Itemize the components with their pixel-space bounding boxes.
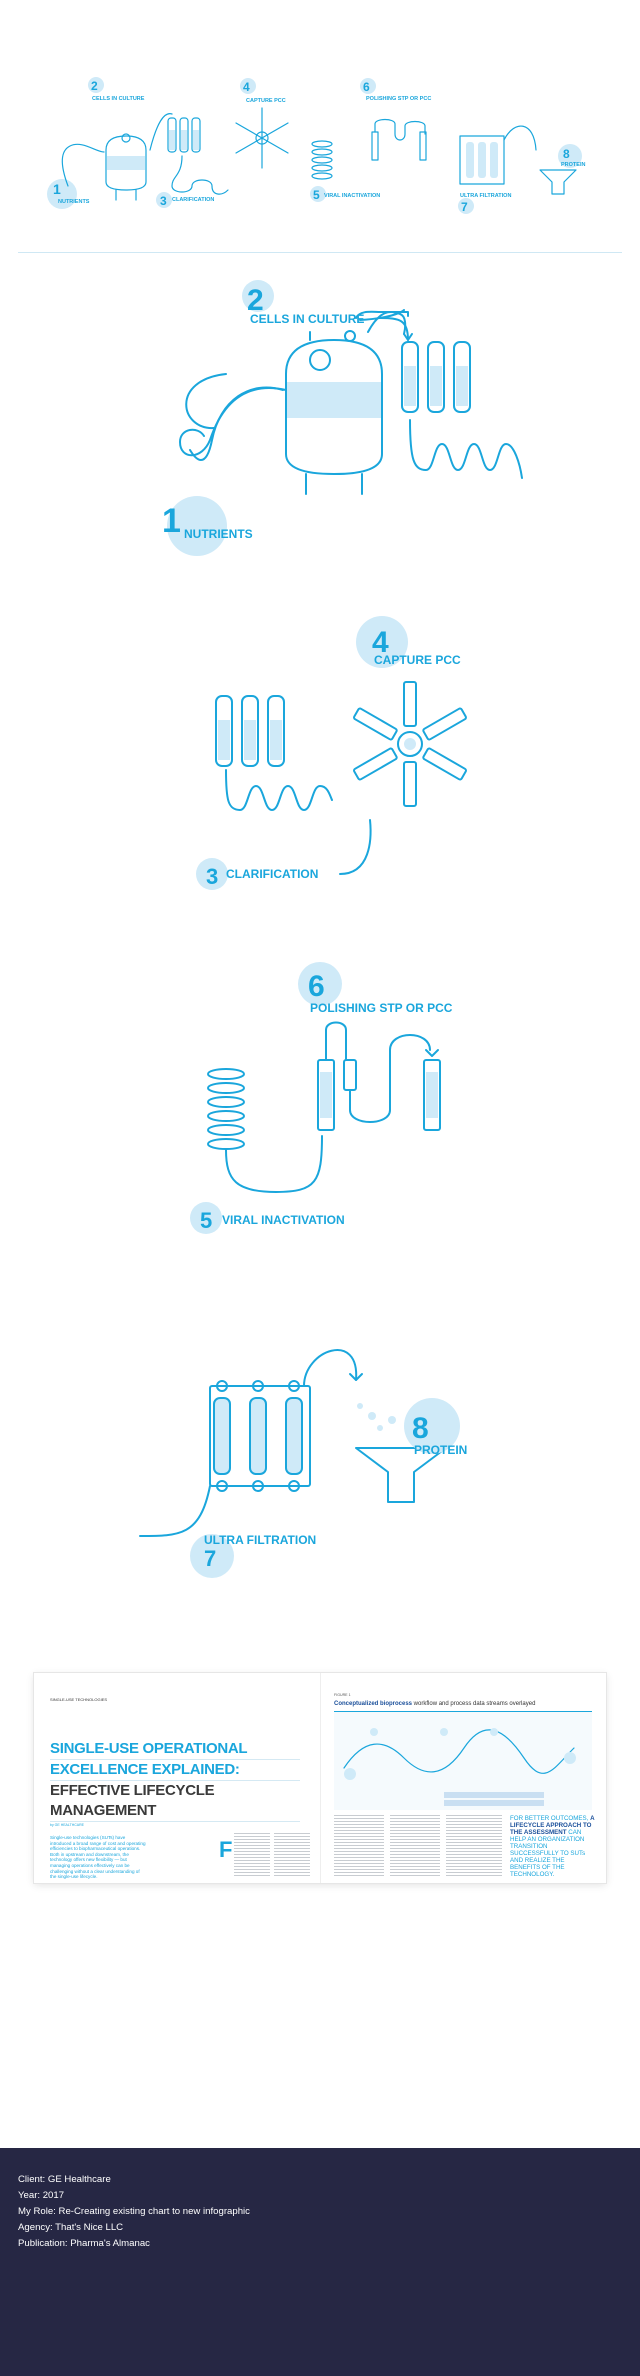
step-2-bubble-large bbox=[242, 280, 274, 312]
step-1-bubble bbox=[47, 179, 77, 209]
spread-left-page: SINGLE-USE TECHNOLOGIES SINGLE-USE OPERA… bbox=[34, 1673, 321, 1883]
body-text-column bbox=[446, 1815, 502, 1877]
panel-viral-polishing: 6 POLISHING STP OR PCC 5 VIRAL INACTIVAT… bbox=[190, 962, 453, 1234]
spread-right-page: FIGURE 1 Conceptualized bioprocess workf… bbox=[320, 1673, 606, 1883]
step-5-number: 5 bbox=[200, 1208, 212, 1233]
article-intro: Single-use technologies (SUTs) have intr… bbox=[50, 1835, 146, 1880]
footer-client: Client: GE Healthcare bbox=[18, 2174, 111, 2185]
step-7-number: 7 bbox=[204, 1546, 216, 1571]
overview-step-4-number: 4 bbox=[243, 80, 250, 94]
step-4-bubble-large bbox=[356, 616, 408, 668]
footer-agency: Agency: That's Nice LLC bbox=[18, 2222, 124, 2233]
project-info-footer: Client: GE Healthcare Year: 2017 My Role… bbox=[0, 2148, 640, 2376]
body-text-column bbox=[274, 1833, 310, 1877]
step-5-label: VIRAL INACTIVATION bbox=[222, 1213, 345, 1227]
overview-step-8-number: 8 bbox=[563, 147, 570, 161]
legend-bar bbox=[444, 1800, 544, 1806]
step-4-number: 4 bbox=[372, 626, 389, 659]
pull-quote-part-2: A LIFECYCLE APPROACH TO THE ASSESSMENT bbox=[510, 1815, 595, 1836]
step-1-bubble-large bbox=[167, 496, 227, 556]
step-6-label: POLISHING STP OR PCC bbox=[310, 1001, 453, 1015]
footer-publication: Publication: Pharma's Almanac bbox=[18, 2238, 150, 2249]
viral-coil-large-icon bbox=[207, 1068, 245, 1150]
overview-process-diagram: 1 NUTRIENTS 2 CELLS IN CULTURE 3 CLARIFI… bbox=[47, 77, 585, 214]
article-headline: SINGLE-USE OPERATIONAL EXCELLENCE EXPLAI… bbox=[50, 1739, 300, 1822]
step-6-bubble-large bbox=[298, 962, 342, 1006]
figure-tag: FIGURE 1 bbox=[334, 1693, 351, 1697]
step-2-label: CELLS IN CULTURE bbox=[250, 312, 364, 326]
overview-step-8-label: PROTEIN bbox=[561, 162, 585, 168]
panel-ultrafiltration-protein: 8 PROTEIN 7 ULTRA FILTRATION bbox=[139, 1349, 467, 1578]
overview-step-1-label: NUTRIENTS bbox=[58, 199, 90, 205]
step-3-bubble-large bbox=[196, 858, 228, 890]
overview-step-5-label: VIRAL INACTIVATION bbox=[324, 193, 380, 199]
bioreactor-vessel-icon bbox=[105, 133, 147, 201]
overview-step-6-number: 6 bbox=[363, 80, 370, 94]
polishing-columns-large-icon bbox=[317, 1059, 441, 1131]
pull-quote-part-3: CAN HELP AN ORGANIZATION TRANSITION SUCC… bbox=[510, 1829, 586, 1878]
step-1-number: 1 bbox=[162, 502, 181, 540]
overview-step-4-label: CAPTURE PCC bbox=[246, 98, 286, 104]
polishing-columns-icon bbox=[371, 118, 427, 161]
overview-step-2-label: CELLS IN CULTURE bbox=[92, 96, 145, 102]
overview-step-7-number: 7 bbox=[461, 200, 468, 214]
drop-cap: F bbox=[219, 1837, 233, 1862]
step-8-label: PROTEIN bbox=[414, 1443, 467, 1457]
headline-line-1: SINGLE-USE OPERATIONAL bbox=[50, 1739, 300, 1760]
step-1-label: NUTRIENTS bbox=[184, 527, 253, 541]
nutrients-inlet-curve bbox=[179, 387, 287, 457]
overview-step-1-number: 1 bbox=[53, 181, 61, 197]
magazine-spread: SINGLE-USE TECHNOLOGIES SINGLE-USE OPERA… bbox=[34, 1673, 606, 1883]
legend-bar bbox=[444, 1792, 544, 1798]
overview-step-7-label: ULTRA FILTRATION bbox=[460, 193, 511, 199]
overview-step-3-number: 3 bbox=[160, 194, 167, 208]
overview-step-2-number: 2 bbox=[91, 79, 98, 93]
pull-quote: FOR BETTER OUTCOMES, A LIFECYCLE APPROAC… bbox=[510, 1815, 596, 1878]
step-8-bubble-large bbox=[404, 1398, 460, 1454]
headline-line-2: EXCELLENCE EXPLAINED: bbox=[50, 1760, 300, 1781]
ultra-filtration-frame-icon bbox=[459, 135, 505, 185]
protein-funnel-icon bbox=[539, 169, 577, 195]
figure-title-bold: Conceptualized bioprocess bbox=[334, 1701, 413, 1707]
footer-year: Year: 2017 bbox=[18, 2190, 65, 2201]
step-4-label: CAPTURE PCC bbox=[374, 653, 461, 667]
clarification-tubes-large-icon bbox=[215, 695, 285, 767]
capture-star-large-icon bbox=[353, 681, 467, 807]
step-3-number: 3 bbox=[206, 864, 218, 889]
overview-step-5-number: 5 bbox=[313, 188, 320, 202]
step-7-label: ULTRA FILTRATION bbox=[204, 1533, 316, 1547]
viral-inactivation-coil-icon bbox=[311, 140, 333, 180]
step-7-bubble-large bbox=[190, 1534, 234, 1578]
figure-thumbnail bbox=[334, 1711, 592, 1810]
step-8-number: 8 bbox=[412, 1412, 429, 1445]
pull-quote-part-1: FOR BETTER OUTCOMES, bbox=[510, 1815, 591, 1822]
overview-step-3-label: CLARIFICATION bbox=[172, 197, 214, 203]
step-3-label: CLARIFICATION bbox=[226, 867, 318, 881]
overview-step-6-label: POLISHING STP OR PCC bbox=[366, 96, 431, 102]
figure-title: Conceptualized bioprocess workflow and p… bbox=[334, 1701, 535, 1707]
ultra-filtration-large-icon bbox=[209, 1380, 311, 1492]
step-5-bubble-large bbox=[190, 1202, 222, 1234]
byline: by GE HEALTHCARE bbox=[50, 1823, 84, 1827]
step-2-number: 2 bbox=[247, 284, 264, 317]
figure-title-rest: workflow and process data streams overla… bbox=[412, 1701, 536, 1707]
figure-thumbnail-diagram bbox=[343, 1728, 576, 1780]
bioreactor-vessel-large-icon bbox=[285, 330, 383, 495]
panel-nutrients-cells: 1 NUTRIENTS 2 CELLS IN CULTURE bbox=[162, 280, 523, 556]
section-divider bbox=[18, 252, 622, 253]
culture-tubes-icon bbox=[167, 117, 201, 153]
headline-line-3: EFFECTIVE LIFECYCLE MANAGEMENT bbox=[50, 1781, 300, 1822]
body-text-column bbox=[234, 1833, 270, 1877]
culture-tubes-large-icon bbox=[401, 341, 471, 413]
capture-column-star-icon bbox=[235, 107, 289, 169]
section-tag: SINGLE-USE TECHNOLOGIES bbox=[50, 1697, 108, 1702]
body-text-column bbox=[390, 1815, 440, 1877]
panel-clarification-capture: 4 CAPTURE PCC 3 CLARIFICATION bbox=[196, 616, 467, 890]
body-text-column bbox=[334, 1815, 384, 1877]
footer-role: My Role: Re-Creating existing chart to n… bbox=[18, 2206, 250, 2217]
step-6-number: 6 bbox=[308, 970, 325, 1003]
